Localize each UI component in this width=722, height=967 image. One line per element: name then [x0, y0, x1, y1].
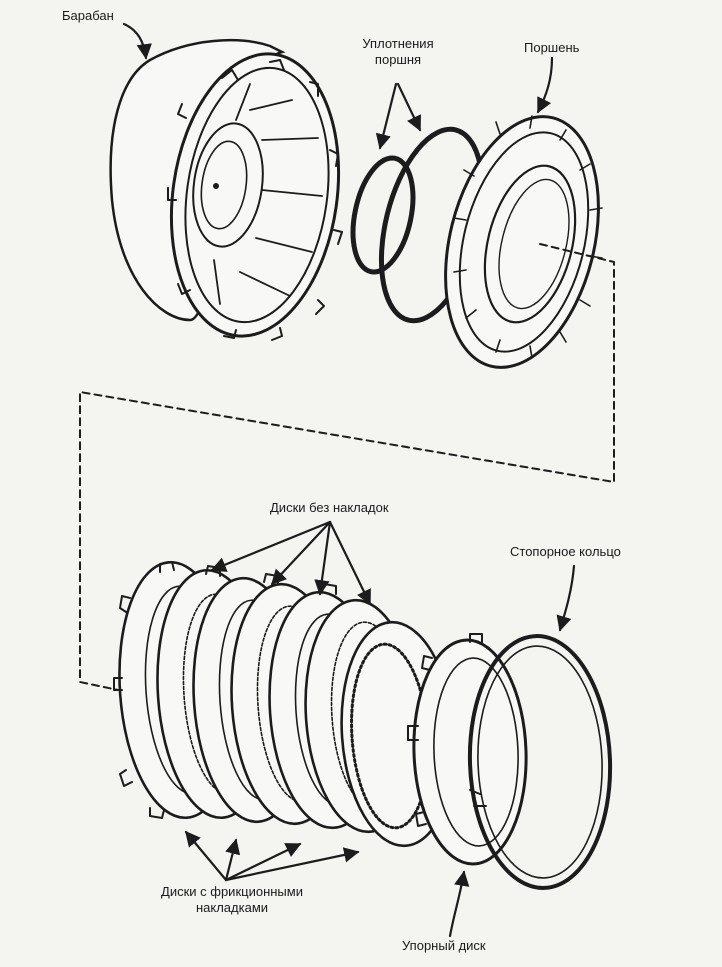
label-friction-discs-line2: накладками: [195, 900, 269, 915]
assembly-dashed-line: [79, 243, 615, 691]
label-piston: Поршень: [524, 40, 580, 55]
label-friction-discs-line1: Диски с фрикционными: [161, 884, 303, 899]
label-friction-discs: Диски с фрикционными накладками: [150, 884, 314, 916]
label-piston-seals: Уплотнения поршня: [346, 36, 450, 68]
label-pressure-plate: Упорный диск: [402, 938, 486, 953]
piston-part: [444, 115, 603, 369]
drum-part: [109, 39, 343, 341]
label-steel-discs: Диски без накладок: [270, 500, 389, 515]
label-drum: Барабан: [62, 8, 114, 23]
snap-ring-part: [467, 634, 613, 890]
label-piston-seals-line2: поршня: [374, 52, 422, 67]
clutch-disc-stack: [113, 560, 456, 848]
label-snap-ring: Стопорное кольцо: [510, 544, 621, 559]
leader-arrows: [122, 22, 576, 938]
label-piston-seals-line1: Уплотнения: [362, 36, 434, 51]
